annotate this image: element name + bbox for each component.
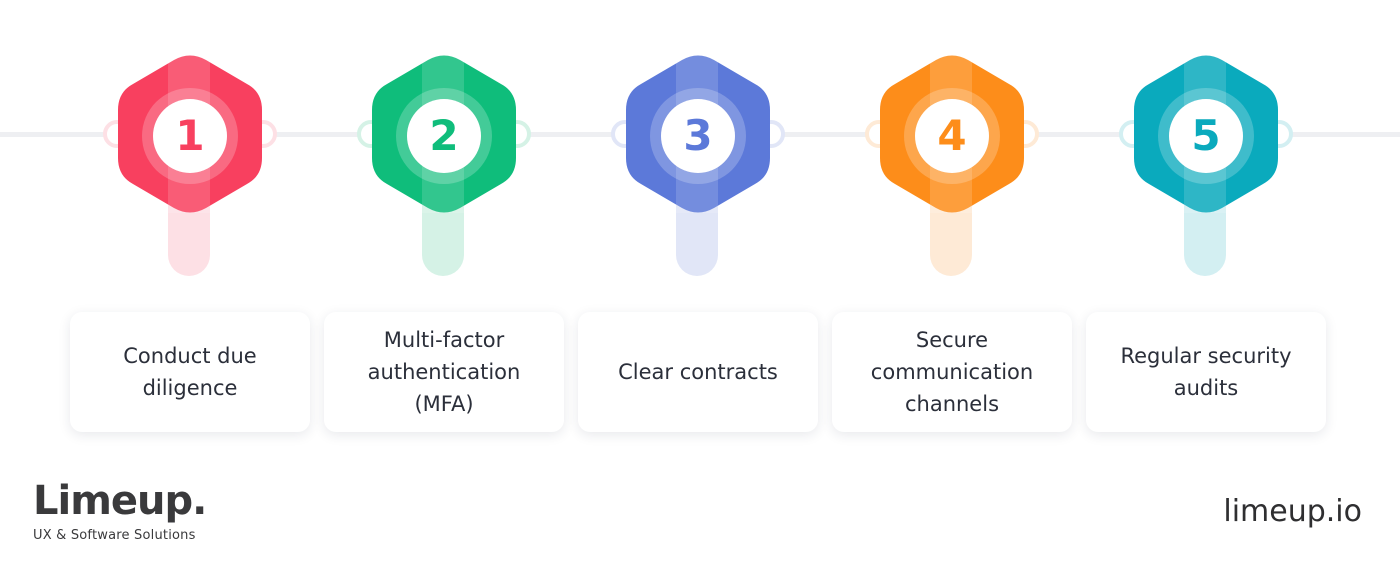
step-label: Regular security audits [1120,344,1292,400]
step-2: Multi-factor authentication (MFA) 2 [324,0,564,440]
step-card: Secure communication channels [832,312,1072,432]
step-card: Conduct due diligence [70,312,310,432]
step-number: 2 [429,111,459,160]
hexagon-badge [103,55,277,276]
logo-tagline: UX & Software Solutions [33,528,196,543]
number-circle [153,99,227,173]
step-card: Regular security audits [1086,312,1326,432]
hexagon-badge [865,55,1039,276]
limeup-logo: Limeup. UX & Software Solutions [33,478,207,543]
step-3: Clear contracts 3 [578,0,818,440]
number-circle [1169,99,1243,173]
number-circle [915,99,989,173]
step-5: Regular security audits 5 [1086,0,1326,440]
number-circle [407,99,481,173]
number-circle [661,99,735,173]
step-label: Multi-factor authentication (MFA) [367,328,521,416]
step-label: Conduct due diligence [123,344,257,400]
logo-wordmark: Limeup. [33,478,207,524]
step-number: 1 [175,111,205,160]
step-label: Clear contracts [618,360,778,384]
step-number: 3 [683,111,713,160]
step-label: Secure communication channels [870,328,1034,416]
hexagon-badge [1119,55,1293,276]
hexagon-badge [611,55,785,276]
step-card: Clear contracts [578,312,818,432]
website-url[interactable]: limeup.io [1223,494,1362,529]
step-1: Conduct due diligence 1 [70,0,310,440]
step-number: 5 [1191,111,1221,160]
step-number: 4 [937,111,967,160]
step-card: Multi-factor authentication (MFA) [324,312,564,432]
hexagon-badge [357,55,531,276]
step-4: Secure communication channels 4 [832,0,1072,440]
